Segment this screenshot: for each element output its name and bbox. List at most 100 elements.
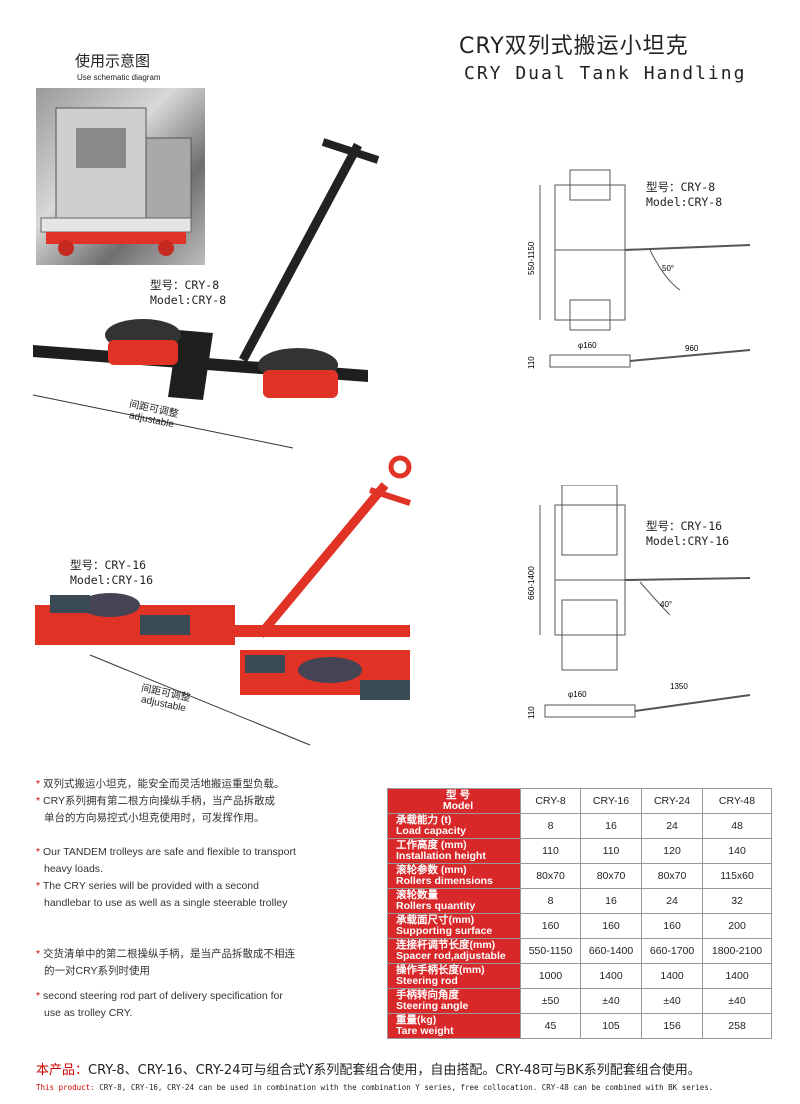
spec-cell: 660-1700 bbox=[641, 938, 704, 964]
cry16-wheel-dim: φ160 bbox=[568, 690, 587, 699]
spec-model-header: CRY-16 bbox=[579, 788, 643, 814]
spec-row-label-en: Supporting surface bbox=[396, 925, 493, 937]
note-item: handlebar to use as well as a single ste… bbox=[44, 897, 288, 909]
note-item: heavy loads. bbox=[44, 863, 103, 875]
cry8-height-dim: 550-1150 bbox=[527, 241, 536, 275]
spec-cell: 24 bbox=[641, 813, 704, 839]
spec-cell: 115x60 bbox=[702, 863, 772, 889]
spec-cell: 8 bbox=[520, 888, 581, 914]
spec-row-label: 工作高度 (mm)Installation height bbox=[387, 838, 521, 864]
spec-cell: 1800-2100 bbox=[702, 938, 772, 964]
spec-cell: 48 bbox=[702, 813, 772, 839]
cry8-wheel-dim: φ160 bbox=[578, 341, 597, 350]
page-title-cn: CRY双列式搬运小坦克 bbox=[459, 34, 689, 59]
spec-header-cn: 型 号 bbox=[446, 789, 470, 801]
spec-cell: 550-1150 bbox=[520, 938, 581, 964]
spec-row-label-cn: 滚轮数量 bbox=[396, 889, 438, 901]
note-item: 单台的方向易控式小坦克使用时，可发挥作用。 bbox=[44, 812, 265, 824]
spec-row-label-en: Spacer rod,adjustable bbox=[396, 950, 506, 962]
spec-cell: 16 bbox=[579, 813, 643, 839]
spec-cell: 105 bbox=[579, 1013, 643, 1039]
spec-cell: 80x70 bbox=[520, 863, 581, 889]
spec-row-label: 滚轮参数 (mm)Rollers dimensions bbox=[387, 863, 521, 889]
footer-cn: 本产品：CRY-8、CRY-16、CRY-24可与组合式Y系列配套组合使用，自由… bbox=[36, 1059, 701, 1078]
spec-row-label-en: Installation height bbox=[396, 850, 486, 862]
spec-cell: 1400 bbox=[579, 963, 643, 989]
spec-row-label: 重量(kg)Tare weight bbox=[387, 1013, 521, 1039]
note-item: * The CRY series will be provided with a… bbox=[36, 880, 259, 892]
note-item: * 双列式搬运小坦克，能安全而灵活地搬运重型负载。 bbox=[36, 778, 285, 790]
spec-cell: 1000 bbox=[520, 963, 581, 989]
cry16-model-en: Model:CRY-16 bbox=[70, 573, 154, 587]
cry8-angle-dim: 50° bbox=[662, 264, 674, 273]
spec-row-label-cn: 承载面尺寸(mm) bbox=[396, 914, 475, 926]
spec-row-label: 承载面尺寸(mm)Supporting surface bbox=[387, 913, 521, 939]
spec-row-label-en: Steering angle bbox=[396, 1000, 469, 1012]
spec-cell: 8 bbox=[520, 813, 581, 839]
note-item: * second steering rod part of delivery s… bbox=[36, 990, 283, 1002]
spec-model-header: CRY-24 bbox=[641, 788, 704, 814]
spec-cell: 80x70 bbox=[641, 863, 704, 889]
schematic-label-cn: 使用示意图 bbox=[75, 52, 151, 70]
spec-cell: 1400 bbox=[641, 963, 704, 989]
cry16-product-image bbox=[35, 455, 412, 746]
spec-cell: 120 bbox=[641, 838, 704, 864]
cry8-side-height-dim: 110 bbox=[527, 356, 536, 369]
notes-block: * 双列式搬运小坦克，能安全而灵活地搬运重型负载。 * CRY系列拥有第二根方向… bbox=[36, 776, 376, 1022]
spec-row-label-cn: 承载能力 (t) bbox=[396, 814, 452, 826]
cry16-model-label: 型号：CRY-16 Model:CRY-16 bbox=[70, 558, 153, 588]
cry8-model-label: 型号：CRY-8 Model:CRY-8 bbox=[150, 278, 226, 308]
cry16-drawing-model-en: Model:CRY-16 bbox=[646, 534, 730, 548]
spec-model-header: CRY-48 bbox=[702, 788, 772, 814]
footer-text-cn: CRY-8、CRY-16、CRY-24可与组合式Y系列配套组合使用，自由搭配。C… bbox=[88, 1063, 701, 1078]
note-item: * CRY系列拥有第二根方向操纵手柄，当产品拆散成 bbox=[36, 795, 275, 807]
cry16-technical-drawing: 660-1400 40° φ160 1350 110 bbox=[527, 485, 751, 719]
schematic-label-en: Use schematic diagram bbox=[77, 73, 161, 82]
cry16-drawing-model: 型号：CRY-16 Model:CRY-16 bbox=[646, 519, 729, 549]
cry8-drawing-model: 型号：CRY-8 Model:CRY-8 bbox=[646, 180, 722, 210]
note-item: * 交货清单中的第二根操纵手柄，是当产品拆散成不相连 bbox=[36, 948, 296, 960]
spec-cell: 16 bbox=[579, 888, 643, 914]
spec-cell: 80x70 bbox=[579, 863, 643, 889]
spec-header-en: Model bbox=[442, 800, 474, 812]
spec-cell: 660-1400 bbox=[579, 938, 643, 964]
spec-row-label-en: Tare weight bbox=[396, 1025, 454, 1037]
cry8-technical-drawing: 550-1150 50° φ160 960 110 bbox=[527, 169, 751, 369]
spec-cell: 1400 bbox=[702, 963, 772, 989]
note-item: use as trolley CRY. bbox=[44, 1007, 133, 1019]
spec-row-label-cn: 连接杆调节长度(mm) bbox=[396, 939, 496, 951]
spec-row-label: 操作手柄长度(mm)Steering rod bbox=[387, 963, 521, 989]
spec-row-label: 连接杆调节长度(mm)Spacer rod,adjustable bbox=[387, 938, 521, 964]
spec-row-label-en: Rollers dimensions bbox=[396, 875, 493, 887]
spec-cell: 160 bbox=[641, 913, 704, 939]
spec-cell: 200 bbox=[702, 913, 772, 939]
spec-cell: ±40 bbox=[579, 988, 643, 1014]
cry8-length-dim: 960 bbox=[685, 344, 699, 353]
spec-row-label: 承载能力 (t)Load capacity bbox=[387, 813, 521, 839]
footer-label-en: This product: bbox=[36, 1083, 95, 1092]
cry16-length-dim: 1350 bbox=[670, 682, 688, 691]
cry16-height-dim: 660-1400 bbox=[527, 566, 536, 600]
spec-cell: 32 bbox=[702, 888, 772, 914]
cry8-model-cn: 型号：CRY-8 bbox=[150, 278, 220, 292]
note-item: * Our TANDEM trolleys are safe and flexi… bbox=[36, 846, 296, 858]
spec-row-label-cn: 手柄转向角度 bbox=[396, 989, 459, 1001]
spec-cell: 160 bbox=[520, 913, 581, 939]
spec-model-header: CRY-8 bbox=[520, 788, 581, 814]
spec-row-label-cn: 操作手柄长度(mm) bbox=[396, 964, 485, 976]
note-item: 的一对CRY系列时使用 bbox=[44, 965, 150, 977]
spec-cell: 258 bbox=[702, 1013, 772, 1039]
spec-cell: 45 bbox=[520, 1013, 581, 1039]
spec-cell: 110 bbox=[520, 838, 581, 864]
footer-text-en: CRY-8, CRY-16, CRY-24 can be used in com… bbox=[94, 1083, 714, 1092]
cry16-side-height-dim: 110 bbox=[527, 706, 536, 719]
